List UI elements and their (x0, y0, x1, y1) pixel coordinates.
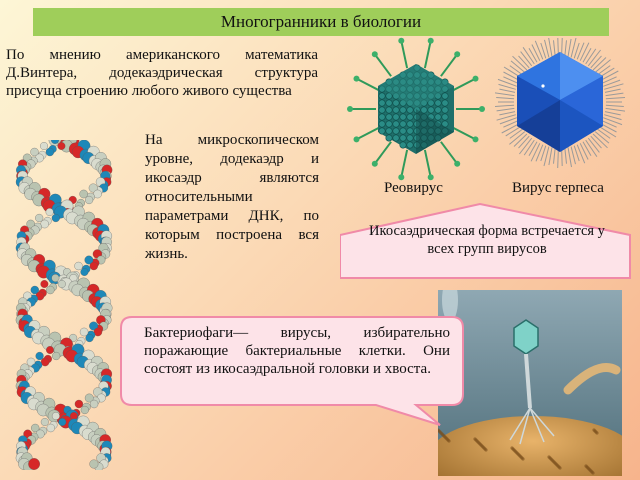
herpes-virus-image (495, 38, 625, 168)
icosahedral-callout-text: Икосаэдрическая форма встречается у всех… (369, 223, 605, 257)
bacteriophage-callout-text: Бактериофаги— вирусы, избирательно пораж… (144, 325, 450, 377)
dna-helix-image (15, 140, 113, 470)
reovirus-image (347, 37, 485, 181)
slide-title-bar: Многогранники в биологии (33, 8, 609, 36)
slide-title: Многогранники в биологии (220, 12, 422, 31)
dna-paragraph: На микроскопическом уровне, додекаэдр и … (145, 132, 319, 262)
bacteriophage-image (438, 290, 622, 476)
icosahedral-callout-shape (340, 203, 631, 279)
bacteriophage-callout-shape (120, 316, 464, 426)
reovirus-caption: Реовирус (384, 180, 443, 196)
herpes-caption: Вирус герпеса (512, 180, 604, 196)
intro-paragraph: По мнению американского математика Д.Вин… (6, 47, 318, 99)
